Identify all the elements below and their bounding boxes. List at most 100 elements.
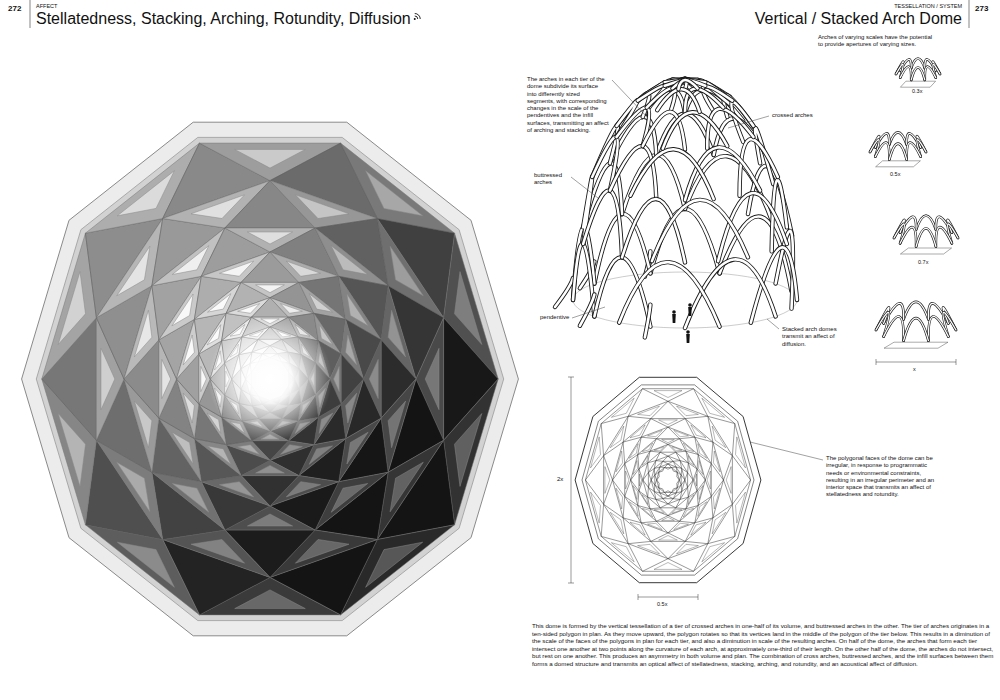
leader-line xyxy=(750,442,823,460)
arch-face xyxy=(904,318,929,341)
infill-surface xyxy=(183,335,194,365)
infill-surface xyxy=(319,413,333,433)
crossed-arch xyxy=(703,86,733,110)
crossed-arch xyxy=(619,262,719,327)
arch-face xyxy=(911,67,925,79)
page-number: 272 xyxy=(8,4,21,14)
infill-surface xyxy=(172,246,209,275)
rule xyxy=(969,0,970,28)
arch-band xyxy=(875,143,889,160)
plan-infill xyxy=(642,508,652,517)
crossed-arch xyxy=(755,128,773,184)
leader-line xyxy=(572,307,605,318)
plan-infill xyxy=(713,488,720,509)
infill-surface xyxy=(219,482,253,497)
infill-surface xyxy=(369,359,378,398)
plan-pendentive xyxy=(660,464,668,468)
scale-label: 0.3x xyxy=(912,88,922,95)
plan-infill xyxy=(654,391,682,398)
infill-surface xyxy=(331,484,368,513)
infill-surface xyxy=(295,195,349,219)
dimension-label: 2x xyxy=(557,476,563,483)
infill-surface xyxy=(280,304,302,314)
plan-pendentive xyxy=(648,473,651,488)
arch-outline xyxy=(678,80,697,89)
infill-surface xyxy=(58,414,85,487)
infill-surface xyxy=(208,446,231,464)
plan-pendentive xyxy=(641,521,668,533)
arch-outline xyxy=(907,143,921,160)
dimension-label: x xyxy=(913,366,916,373)
arch-face xyxy=(678,80,697,89)
plan-infill xyxy=(683,443,693,452)
plan-pendentive xyxy=(648,497,661,508)
infill-surface xyxy=(247,514,292,526)
infill-surface xyxy=(58,272,85,345)
plan-pendentive xyxy=(672,488,678,493)
plan-infill xyxy=(662,440,675,443)
plan-pendentive xyxy=(631,455,639,481)
plan-infill xyxy=(702,543,725,562)
plan-infill xyxy=(699,486,704,500)
dome-thumbnail xyxy=(876,302,956,348)
plan-pendentive xyxy=(651,419,685,428)
infill-surface xyxy=(208,294,231,312)
plan-pendentive xyxy=(657,480,660,488)
dome-thumbnail xyxy=(894,216,958,254)
plan-pendentive xyxy=(657,439,680,445)
arch-face xyxy=(703,86,733,110)
infill-surface xyxy=(390,462,423,512)
outer-band xyxy=(22,122,519,636)
plan-pendentive xyxy=(685,518,713,542)
plan-infill xyxy=(611,398,634,417)
infill-surface xyxy=(388,401,406,448)
plan-pendentive xyxy=(659,468,665,473)
plan-pendentive xyxy=(643,559,694,572)
leader-line xyxy=(612,80,648,118)
arch-band xyxy=(911,67,925,79)
scale-label: 0.7x xyxy=(918,259,928,266)
plan-pendentive xyxy=(648,452,661,463)
infill-surface xyxy=(295,540,349,564)
arch-face xyxy=(645,305,651,338)
plan-pendentive xyxy=(657,516,680,522)
plan-infill xyxy=(605,467,610,494)
part-label: buttressed arches xyxy=(534,172,574,187)
plan-pendentive xyxy=(694,389,735,424)
plan-pendentive xyxy=(677,480,680,488)
rule xyxy=(30,0,31,28)
infill-surface xyxy=(134,310,152,357)
plan-pendentive xyxy=(623,518,651,542)
plan-infill xyxy=(610,512,624,534)
plan-pendentive xyxy=(732,424,750,480)
arch-face xyxy=(884,316,904,340)
oculus-glow xyxy=(208,317,332,441)
arch-outline xyxy=(916,228,936,246)
infill-surface xyxy=(346,335,357,365)
plan-infill xyxy=(688,495,694,505)
plan-infill xyxy=(688,456,694,466)
dome-rendering xyxy=(22,122,519,636)
infill-surface xyxy=(201,366,207,391)
arch-band xyxy=(889,144,906,160)
plan-pendentive xyxy=(708,504,733,543)
arch-face xyxy=(583,190,622,257)
plan-infill xyxy=(654,563,682,570)
arch-face xyxy=(652,200,748,261)
arch-outline xyxy=(703,86,733,110)
plinth xyxy=(900,248,951,254)
plan-pendentive xyxy=(604,504,629,543)
infill-surface xyxy=(455,414,482,487)
plan-pendentive xyxy=(657,472,660,480)
dimension-label: 0.5x xyxy=(657,601,667,608)
infill-surface xyxy=(455,272,482,345)
plan-infill xyxy=(591,437,601,468)
crossed-arch xyxy=(718,193,787,261)
plan-infill xyxy=(683,508,693,517)
arch-band xyxy=(884,316,904,340)
arch-face xyxy=(619,262,719,327)
dimension-line xyxy=(571,377,572,583)
plan-infill xyxy=(674,523,689,529)
plan-infill xyxy=(698,444,707,459)
person-figure xyxy=(672,310,676,323)
